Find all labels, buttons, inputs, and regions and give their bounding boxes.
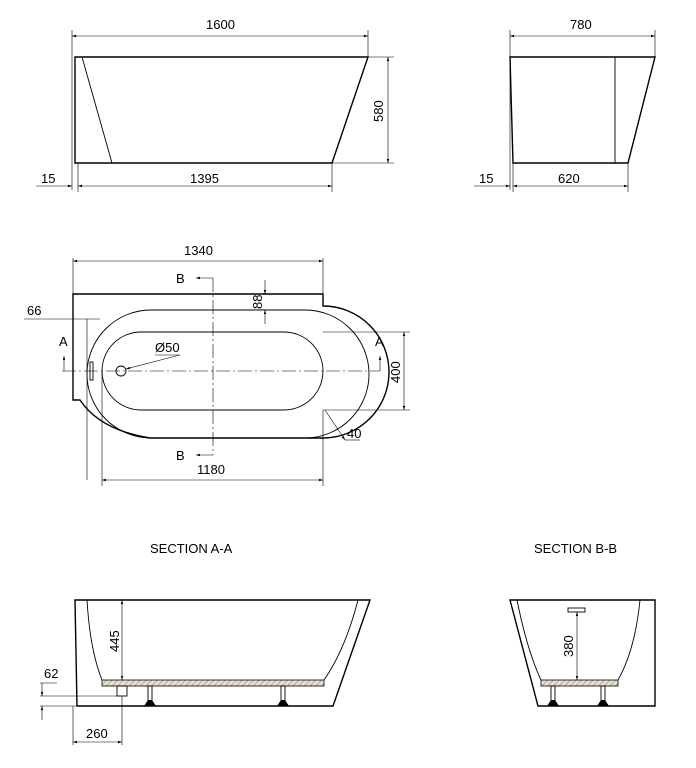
side-width-label: 780 bbox=[570, 17, 592, 32]
edge-offset-label: 66 bbox=[27, 303, 41, 318]
front-offset-label: 15 bbox=[41, 171, 55, 186]
side-view: 780 15 620 bbox=[474, 17, 656, 192]
front-base-label: 1395 bbox=[190, 171, 219, 186]
section-bb-title: SECTION B-B bbox=[534, 541, 617, 556]
section-b-top-label: B bbox=[176, 271, 185, 286]
front-width-label: 1600 bbox=[206, 17, 235, 32]
section-aa-title: SECTION A-A bbox=[150, 541, 233, 556]
drain-diameter-label: Ø50 bbox=[155, 340, 180, 355]
front-view: 1600 580 15 1395 bbox=[36, 17, 394, 192]
section-a-left-label: A bbox=[59, 334, 68, 349]
rim-top-label: 88 bbox=[250, 295, 265, 309]
side-offset-label: 15 bbox=[479, 171, 493, 186]
side-base-label: 620 bbox=[558, 171, 580, 186]
depth-label: 445 bbox=[107, 630, 122, 652]
overflow-height-label: 380 bbox=[561, 635, 576, 657]
section-b-bottom-label: B bbox=[176, 448, 185, 463]
rim-width-label: 40 bbox=[347, 426, 361, 441]
basin-width-label: 400 bbox=[388, 361, 403, 383]
drain-offset-label: 260 bbox=[86, 726, 108, 741]
plan-length-label: 1340 bbox=[184, 243, 213, 258]
drain-height-label: 62 bbox=[44, 666, 58, 681]
section-a-right-label: A bbox=[375, 334, 384, 349]
basin-length-label: 1180 bbox=[197, 462, 225, 477]
section-b-b: SECTION B-B 380 bbox=[509, 541, 656, 707]
front-height-label: 580 bbox=[371, 100, 386, 122]
section-a-a: SECTION A-A 445 62 260 bbox=[40, 541, 371, 745]
plan-view: B B A A 1340 88 66 Ø50 400 40 1180 bbox=[24, 243, 410, 486]
